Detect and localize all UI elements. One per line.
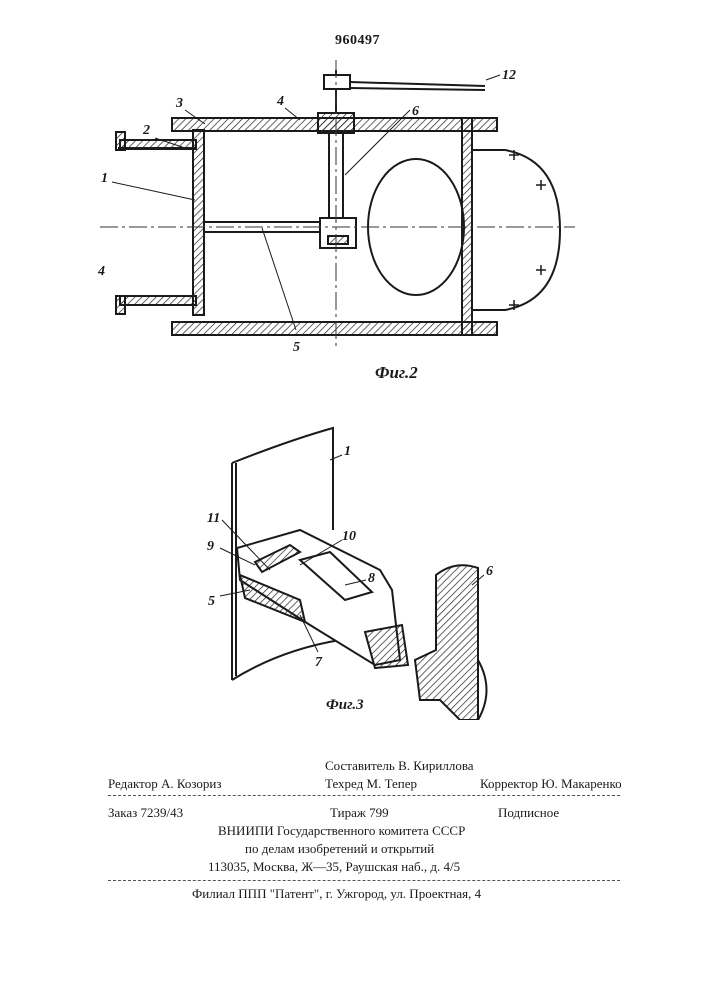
- imprint-corrector: Корректор Ю. Макаренко: [480, 776, 622, 792]
- imprint-branch: Филиал ППП "Патент", г. Ужгород, ул. Про…: [192, 886, 481, 902]
- fig3-label-10: 10: [342, 529, 356, 544]
- imprint-editor: Редактор А. Козориз: [108, 776, 222, 792]
- fig3-label-11: 11: [207, 511, 220, 526]
- imprint-compiler: Составитель В. Кириллова: [325, 758, 474, 774]
- fig3-label-7: 7: [315, 655, 323, 670]
- imprint-org-line2: по делам изобретений и открытий: [245, 841, 434, 857]
- fig3-label-1: 1: [344, 444, 351, 459]
- figure-3-drawing: 1 6 7 8 9 10 11 5: [0, 0, 707, 720]
- fig3-label-6: 6: [486, 564, 493, 579]
- imprint-org-line1: ВНИИПИ Государственного комитета СССР: [218, 823, 465, 839]
- shaft: [415, 565, 478, 720]
- partition-sheet: [232, 428, 333, 530]
- imprint-techred: Техред М. Тепер: [325, 776, 417, 792]
- divider-2: [108, 880, 620, 881]
- figure-3-caption: Фиг.3: [326, 697, 364, 714]
- fig3-label-9: 9: [207, 539, 214, 554]
- fig3-label-5: 5: [208, 594, 215, 609]
- imprint-subscription: Подписное: [498, 805, 559, 821]
- fig3-label-8: 8: [368, 571, 375, 586]
- divider-1: [108, 795, 620, 796]
- imprint-org-line3: 113035, Москва, Ж—35, Раушская наб., д. …: [208, 859, 460, 875]
- imprint-order: Заказ 7239/43: [108, 805, 183, 821]
- imprint-circulation: Тираж 799: [330, 805, 389, 821]
